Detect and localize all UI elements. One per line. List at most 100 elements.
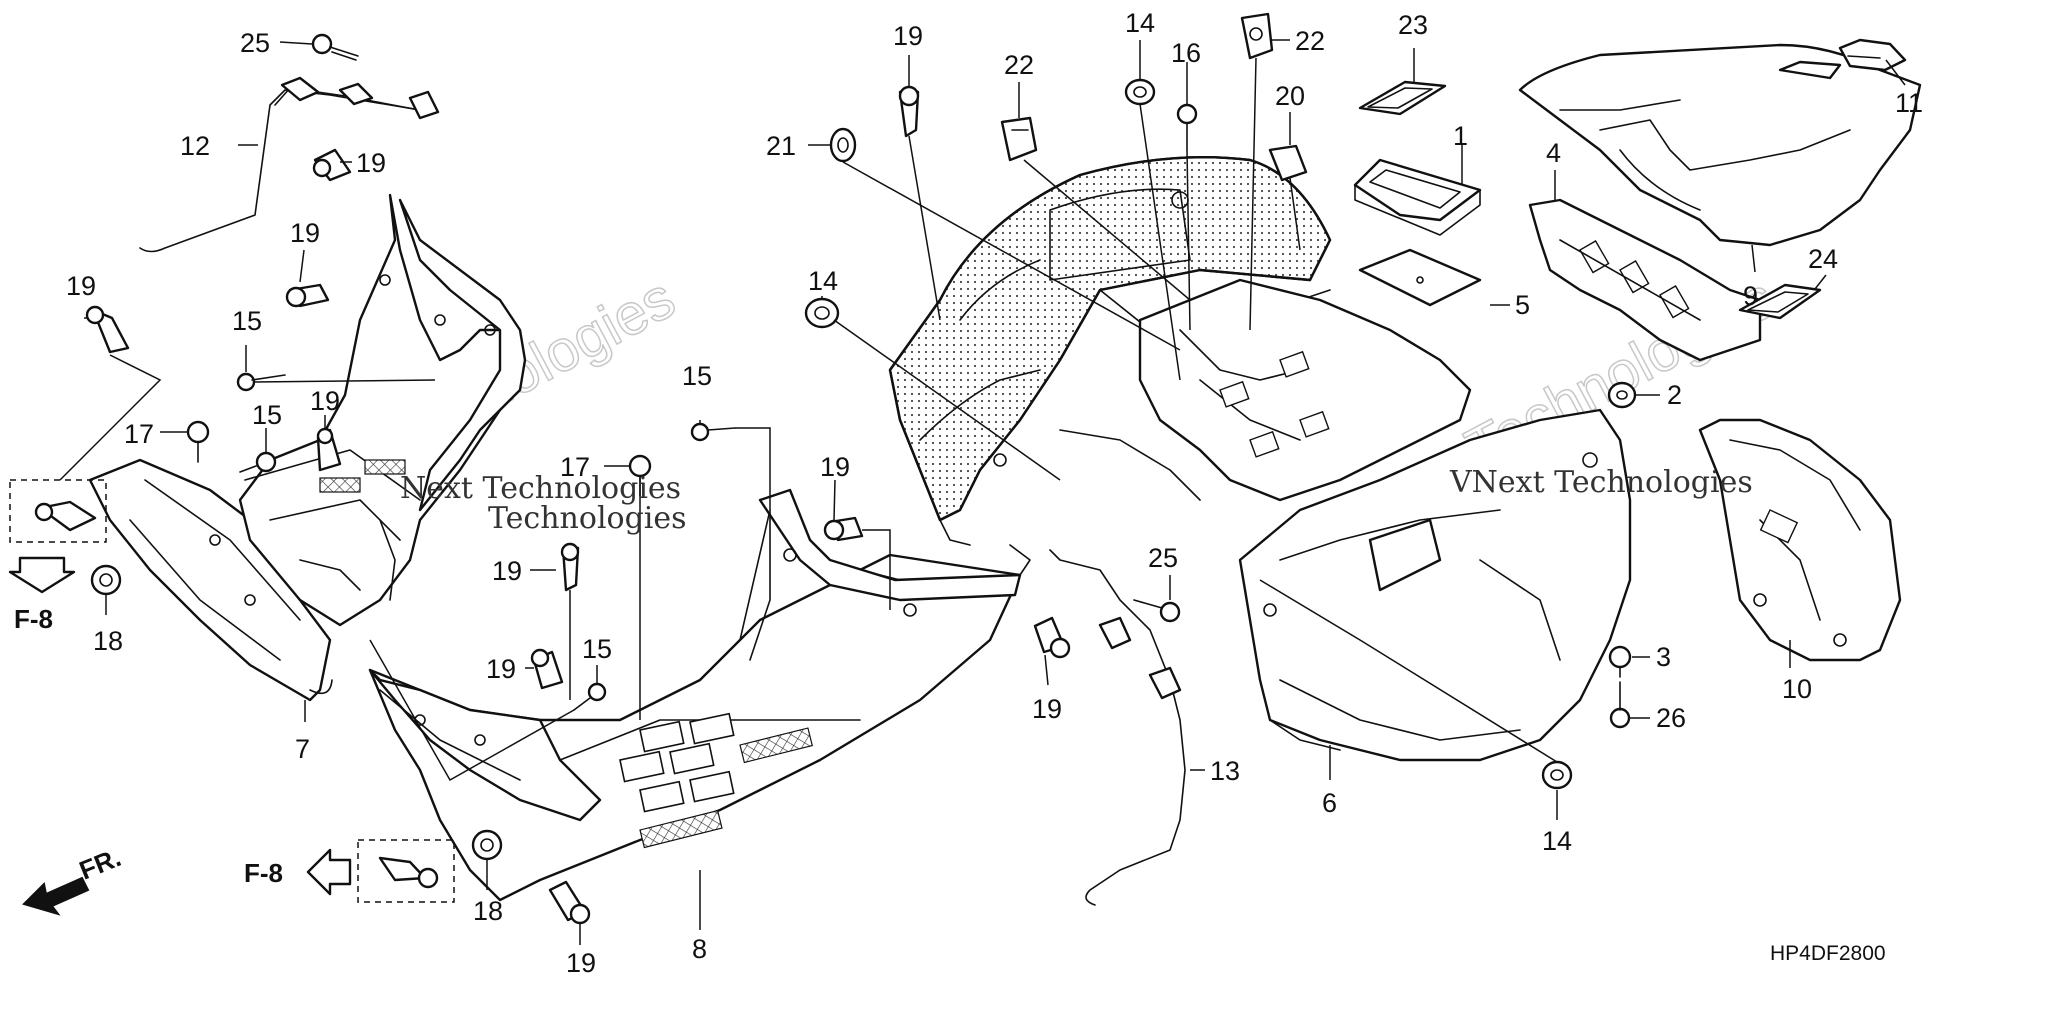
part-4-bracket	[1528, 198, 1762, 362]
front-direction-arrow: FR.	[22, 842, 125, 916]
fasteners	[34, 12, 1637, 925]
leader-lines	[59, 39, 1906, 945]
clip-19-i	[1033, 616, 1071, 659]
clip-19-b	[85, 305, 130, 354]
part-5-sheet	[1358, 248, 1482, 307]
clip-19-a	[285, 283, 330, 308]
grommet-21	[829, 127, 857, 163]
callout-15: 15	[252, 400, 282, 430]
clip-22-b	[1240, 12, 1274, 60]
callout-5: 5	[1515, 290, 1530, 320]
callout-10: 10	[1782, 674, 1812, 704]
grommet-18-b	[471, 829, 503, 861]
bolt-25-center	[1133, 599, 1181, 623]
bolt-15-c	[690, 422, 736, 442]
callout-6: 6	[1322, 788, 1337, 818]
callout-19: 19	[566, 948, 596, 978]
clip-20	[1268, 144, 1308, 182]
part-23-strap	[1358, 80, 1447, 116]
callout-3: 3	[1656, 642, 1671, 672]
callout-25: 25	[1148, 543, 1178, 573]
callout-19: 19	[1032, 694, 1062, 724]
dashed-detail-box-bottom	[357, 839, 455, 903]
diagram-code: HP4DF2800	[1770, 942, 1886, 965]
callout-2: 2	[1667, 380, 1682, 410]
callout-22: 22	[1004, 50, 1034, 80]
grommet-14-a	[1124, 78, 1156, 106]
callout-19: 19	[66, 271, 96, 301]
callout-labels: 25 12 19 19 19 15 17 15 19 18 7 15 17 19…	[66, 8, 1923, 978]
callout-22: 22	[1295, 26, 1325, 56]
callout-23: 23	[1398, 10, 1428, 40]
callout-7: 7	[295, 734, 310, 764]
callout-20: 20	[1275, 81, 1305, 111]
callout-1: 1	[1453, 121, 1468, 151]
bolt-15-d	[573, 682, 607, 711]
part-1-pad	[1353, 158, 1482, 236]
reference-left-f8: F-8	[8, 556, 76, 634]
callout-19: 19	[492, 556, 522, 586]
bolt-17-a	[186, 420, 210, 463]
clip-in-dashed-box-bottom	[378, 856, 439, 889]
clip-19-near-12	[312, 148, 352, 182]
watermark-text-left-2: Technologies	[488, 501, 687, 536]
callout-18: 18	[93, 626, 123, 656]
callout-21: 21	[766, 131, 796, 161]
part-7-left-side-cover	[88, 458, 333, 702]
callout-17: 17	[124, 419, 154, 449]
bolt-15-b	[239, 451, 277, 473]
clip-19-d	[560, 542, 580, 592]
reference-bottom-f8: F-8	[244, 848, 352, 896]
clip-19-f	[530, 648, 564, 690]
callout-19: 19	[356, 148, 386, 178]
clip-19-c	[316, 427, 342, 472]
watermark-text-left-1: Next Technologies	[400, 471, 681, 506]
right-rear-fender	[1238, 408, 1632, 762]
part-24-strap	[1738, 283, 1822, 320]
reference-label-left: F-8	[14, 604, 53, 634]
callout-19: 19	[820, 452, 850, 482]
bolt-25-top-left	[311, 33, 359, 61]
reference-label-bottom: F-8	[244, 858, 283, 888]
callout-4: 4	[1546, 138, 1561, 168]
dashed-detail-box-left	[9, 479, 107, 543]
part-9-cover	[1518, 43, 1922, 247]
bolt-3	[1608, 645, 1632, 678]
grommet-18-a	[90, 564, 122, 596]
callout-15: 15	[582, 634, 612, 664]
part-11-clip	[1838, 38, 1907, 72]
clip-in-dashed-box-left	[34, 500, 97, 532]
callout-14: 14	[1125, 8, 1155, 38]
grommet-14-b	[804, 297, 840, 329]
callout-19: 19	[310, 386, 340, 416]
callout-19: 19	[486, 654, 516, 684]
clip-19-h	[898, 85, 920, 138]
bolt-26	[1609, 681, 1631, 729]
grommet-14-c	[1541, 760, 1573, 790]
callout-25: 25	[240, 28, 270, 58]
part-8-footboard	[368, 488, 1031, 902]
left-front-fender-assembly	[238, 193, 527, 627]
callout-12: 12	[180, 131, 210, 161]
callout-9: 9	[1743, 281, 1758, 311]
part-12-stay	[139, 76, 440, 253]
callout-14: 14	[1542, 826, 1572, 856]
callout-15: 15	[232, 306, 262, 336]
part-10-tail-box	[1698, 418, 1902, 662]
callout-13: 13	[1210, 756, 1240, 786]
callout-17: 17	[560, 452, 590, 482]
bolt-15-a	[236, 372, 286, 392]
left-rear-side-panel	[368, 668, 602, 822]
callout-24: 24	[1808, 244, 1838, 274]
callout-19: 19	[290, 218, 320, 248]
callout-14: 14	[808, 266, 838, 296]
callout-18: 18	[473, 896, 503, 926]
clip-19-g	[548, 880, 591, 925]
clip-19-e	[823, 516, 864, 542]
callout-26: 26	[1656, 703, 1686, 733]
callout-8: 8	[692, 934, 707, 964]
callout-11: 11	[1895, 88, 1923, 118]
grommet-2	[1607, 381, 1637, 409]
part-6-rear-fender	[888, 155, 1472, 546]
